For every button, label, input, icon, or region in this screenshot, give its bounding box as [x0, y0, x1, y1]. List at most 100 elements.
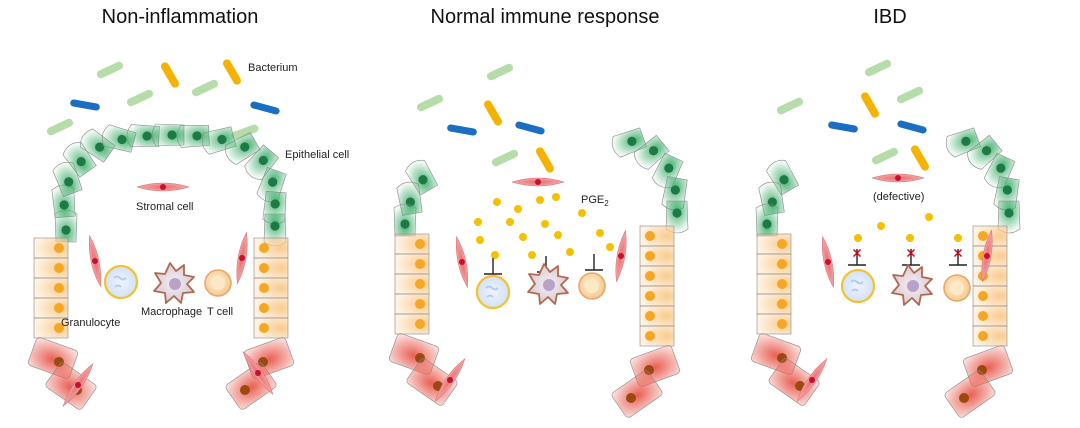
t-cell-icon	[204, 269, 232, 297]
orange-cell-nucleus	[645, 231, 655, 241]
t-cell-icon	[578, 272, 606, 300]
orange-cell-nucleus	[54, 323, 64, 333]
bacterium-rod-icon	[827, 120, 859, 134]
red-cell-nucleus	[240, 385, 250, 395]
orange-cell-nucleus	[259, 323, 269, 333]
stromal-cell-icon	[871, 173, 925, 183]
orange-cell-nucleus	[978, 311, 988, 321]
bacterium-rod-icon	[446, 123, 478, 137]
orange-cell-nucleus	[54, 303, 64, 313]
inhibition-bar-icon	[584, 253, 604, 271]
stromal-cell-icon	[85, 234, 105, 288]
pge2-dot-icon	[854, 234, 862, 242]
bacterium-rod-icon	[775, 96, 805, 116]
bacterium-rod-icon	[863, 58, 893, 78]
orange-cell-nucleus	[415, 299, 425, 309]
pge2-dot-icon	[519, 233, 527, 241]
orange-cell-nucleus	[777, 259, 787, 269]
macrophage-icon	[153, 262, 195, 304]
pge2-dot-icon	[552, 193, 560, 201]
orange-cell-nucleus	[259, 263, 269, 273]
orange-cell-nucleus	[259, 283, 269, 293]
orange-cell-nucleus	[978, 291, 988, 301]
orange-cell-nucleus	[777, 279, 787, 289]
bacterium-rod-icon	[125, 88, 155, 108]
stromal-cell-icon	[136, 182, 190, 192]
pge2-dot-icon	[925, 213, 933, 221]
bacterium-rod-icon	[895, 85, 925, 105]
red-cell-nucleus	[626, 393, 636, 403]
orange-epithelial-cell	[756, 313, 792, 335]
pge2-dot-icon	[606, 243, 614, 251]
bacterium-rod-icon	[45, 117, 75, 137]
pge2-dot-icon	[506, 218, 514, 226]
orange-epithelial-cell	[639, 325, 675, 347]
inhibition-bar-icon	[847, 248, 867, 266]
bacterium-rod-icon	[159, 60, 181, 90]
red-cell-nucleus	[959, 393, 969, 403]
title-non-inflammation: Non-inflammation	[101, 6, 259, 28]
bacterium-rod-icon	[221, 57, 243, 87]
pge2-dot-icon	[554, 231, 562, 239]
pge2-dot-icon	[877, 222, 885, 230]
stromal-cell-icon	[452, 235, 472, 289]
panel-normal-immune-response	[389, 62, 689, 418]
orange-cell-nucleus	[777, 299, 787, 309]
orange-cell-nucleus	[54, 243, 64, 253]
label-bacterium: Bacterium	[248, 62, 298, 74]
orange-cell-nucleus	[259, 243, 269, 253]
orange-cell-nucleus	[978, 231, 988, 241]
orange-cell-nucleus	[978, 331, 988, 341]
pge2-dot-icon	[474, 218, 482, 226]
green-epithelial-cell	[755, 203, 779, 237]
bacterium-rod-icon	[490, 148, 520, 168]
stromal-cell-icon	[612, 229, 630, 283]
granulocyte-icon	[840, 268, 876, 304]
orange-epithelial-cell	[253, 317, 289, 339]
red-basal-cell	[944, 370, 996, 418]
orange-epithelial-cell	[33, 317, 69, 339]
label-pge2-subscript: 2	[604, 199, 609, 208]
orange-cell-nucleus	[645, 311, 655, 321]
granulocyte-icon	[103, 264, 139, 300]
macrophage-icon	[891, 264, 933, 306]
orange-cell-nucleus	[415, 239, 425, 249]
label-granulocyte: Granulocyte	[61, 317, 120, 329]
bacterium-rod-icon	[482, 98, 504, 128]
macrophage-icon	[527, 263, 569, 305]
bacterium-rod-icon	[859, 90, 881, 120]
title-normal-immune-response: Normal immune response	[430, 6, 660, 28]
orange-cell-nucleus	[54, 283, 64, 293]
pge2-dot-icon	[493, 198, 501, 206]
bacterium-rod-icon	[190, 78, 220, 98]
pge2-dot-icon	[906, 234, 914, 242]
label-epithelial-cell: Epithelial cell	[285, 149, 349, 161]
bacterium-rod-icon	[69, 98, 101, 112]
bacterium-rod-icon	[95, 60, 125, 80]
label-pge2: PGE2	[581, 194, 609, 208]
granulocyte-icon	[475, 274, 511, 310]
pge2-dot-icon	[528, 251, 536, 259]
panel-non-inflammation	[28, 57, 294, 410]
pge2-dot-icon	[536, 196, 544, 204]
pge2-dot-icon	[491, 251, 499, 259]
label-defective: (defective)	[873, 191, 924, 203]
stromal-cell-icon	[511, 177, 565, 187]
pge2-dot-icon	[954, 234, 962, 242]
orange-cell-nucleus	[415, 279, 425, 289]
stromal-cell-icon	[818, 235, 838, 289]
label-t-cell: T cell	[207, 306, 233, 318]
pge2-dot-icon	[566, 248, 574, 256]
orange-cell-nucleus	[415, 319, 425, 329]
bacterium-rod-icon	[534, 145, 556, 175]
red-basal-cell	[611, 370, 663, 418]
bacterium-rod-icon	[514, 120, 546, 136]
panel-ibd	[751, 58, 1021, 418]
orange-cell-nucleus	[645, 271, 655, 281]
inhibition-bar-icon	[948, 248, 968, 266]
green-epithelial-cell	[393, 203, 417, 237]
inhibition-bar-icon	[901, 248, 921, 266]
pge2-dot-icon	[476, 236, 484, 244]
bacterium-rod-icon	[896, 119, 928, 135]
orange-cell-nucleus	[645, 331, 655, 341]
